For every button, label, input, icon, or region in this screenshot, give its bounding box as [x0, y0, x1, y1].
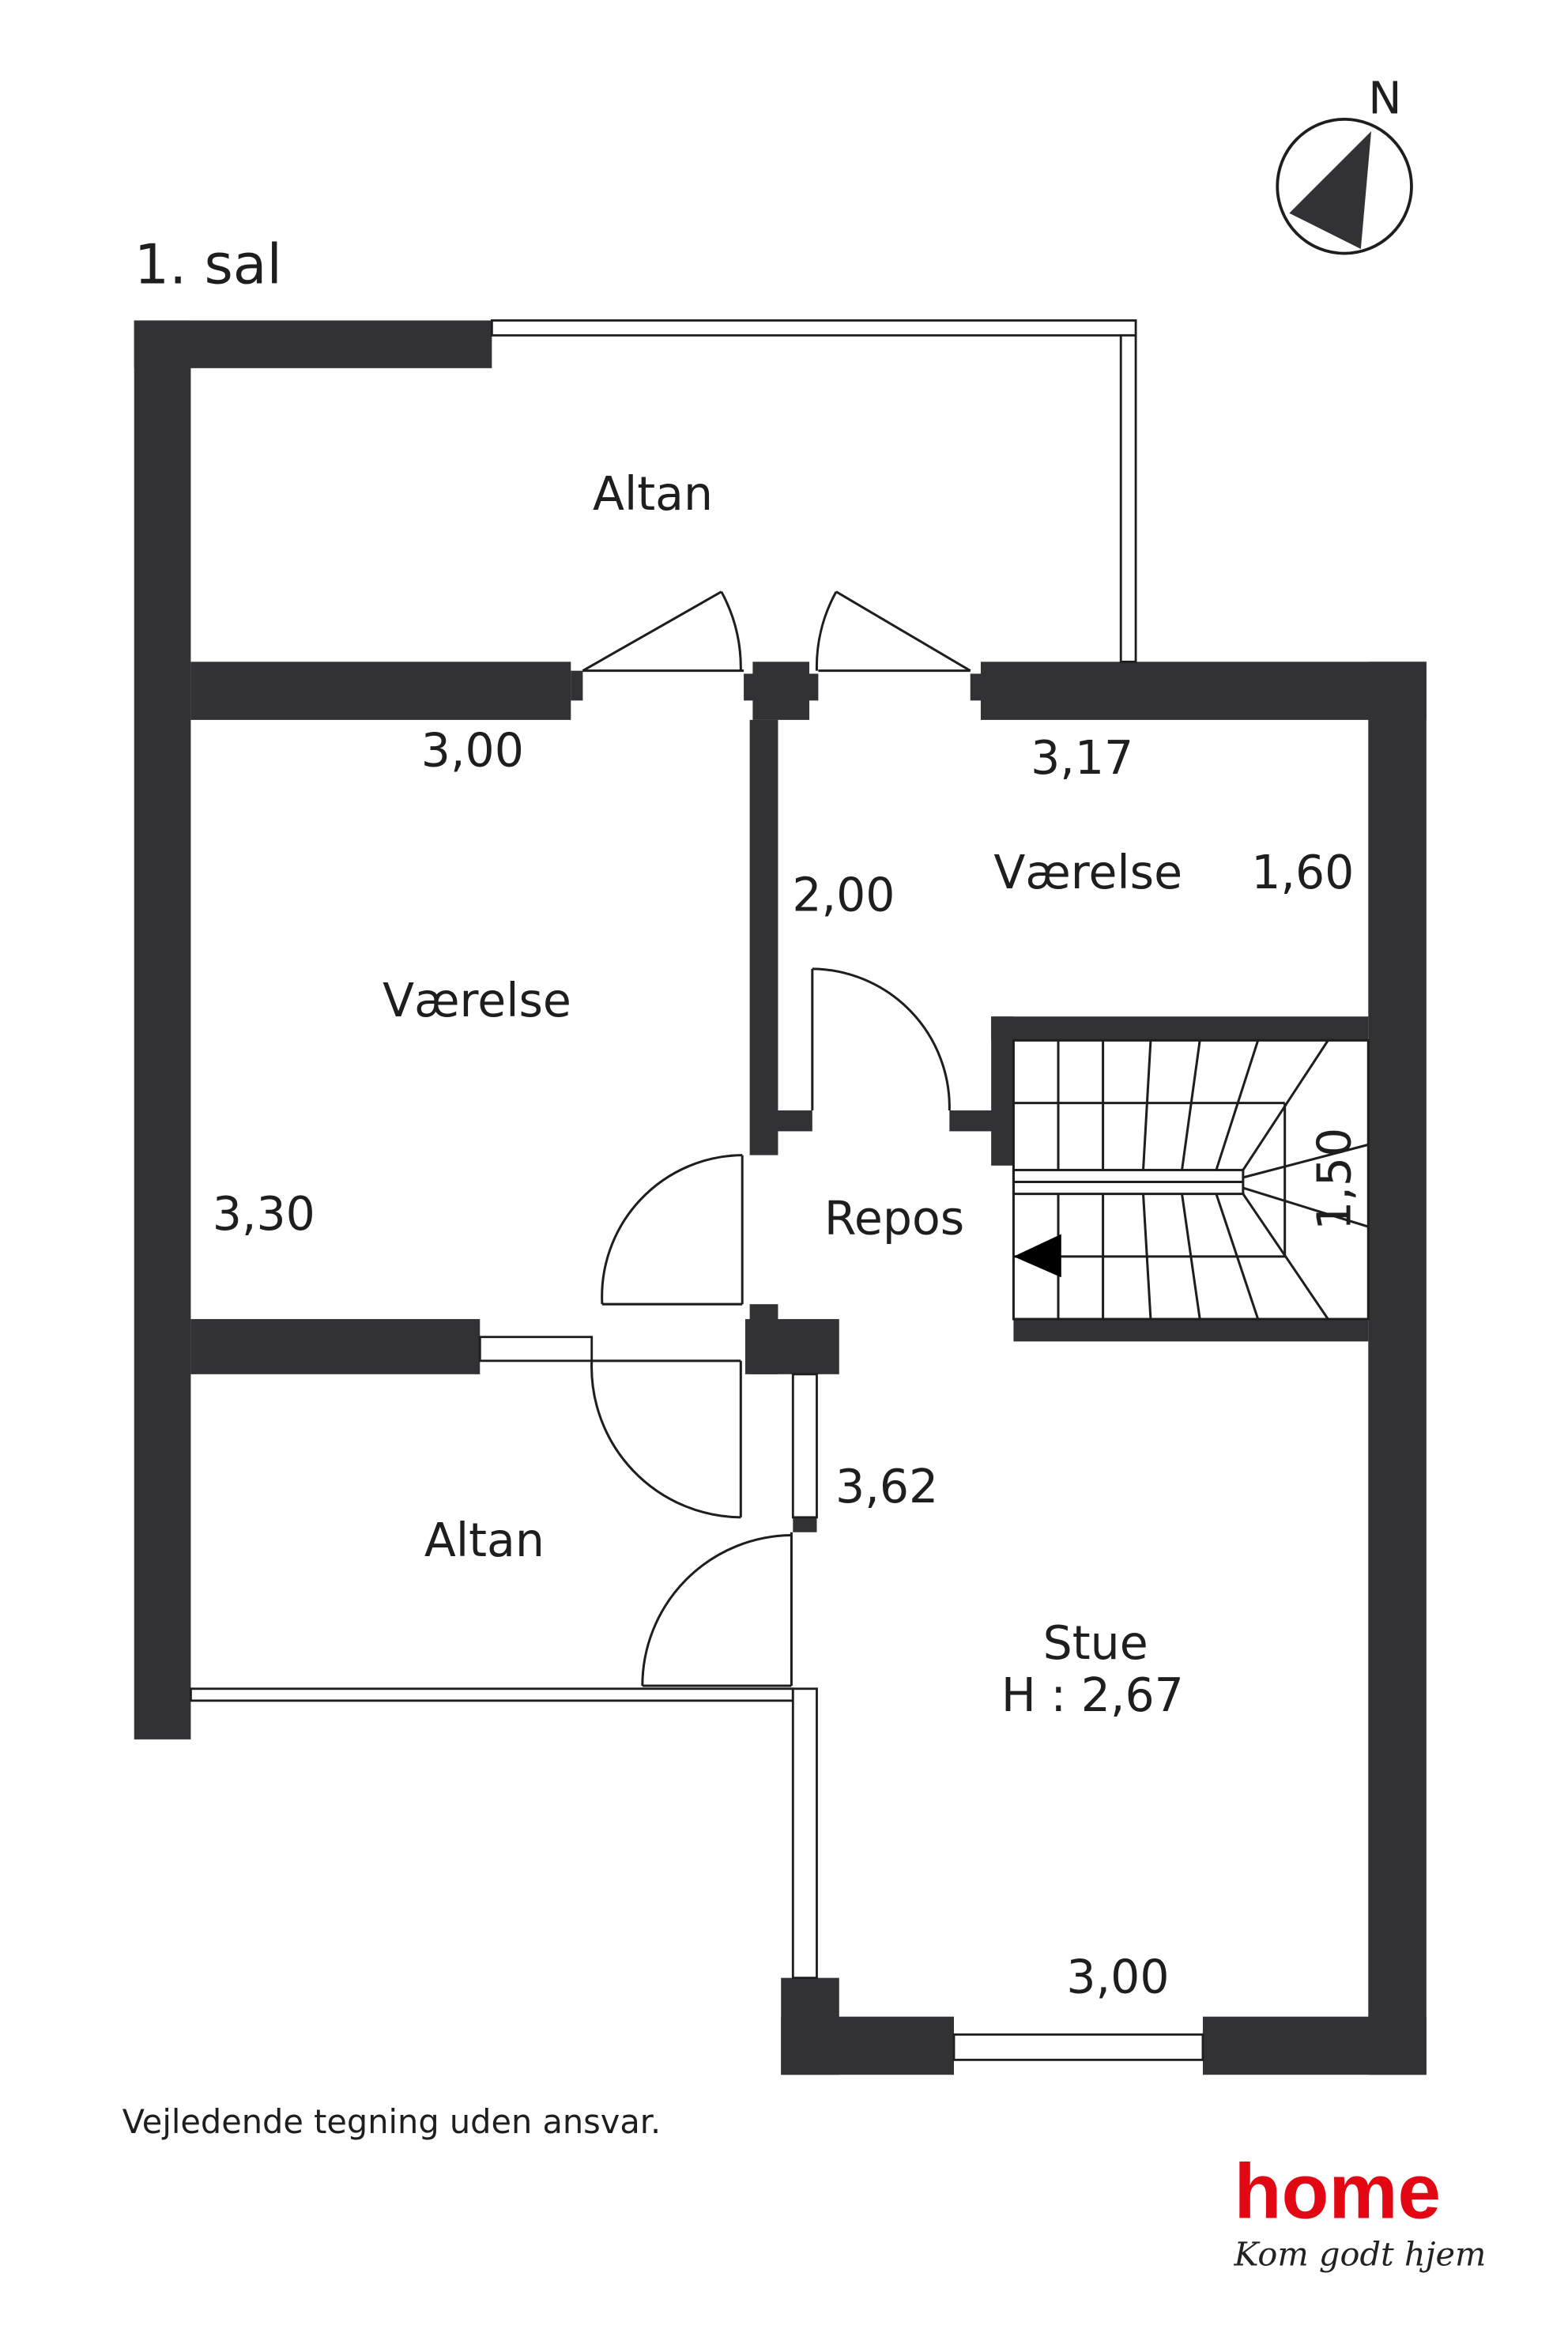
floor-title: 1. sal — [134, 232, 282, 296]
dimensions: 3,00 3,17 2,00 1,60 3,30 1,50 3,62 3,00 — [213, 723, 1362, 2003]
logo-brand: home — [1234, 2147, 1441, 2234]
dimension-label: 1,60 — [1251, 846, 1354, 899]
dimension-label: 1,50 — [1308, 1128, 1362, 1231]
room-labels: Altan Værelse Værelse Repos Altan Stue H… — [383, 467, 1184, 1722]
compass-icon — [1276, 117, 1413, 255]
staircase — [1012, 1038, 1370, 1321]
room-label-vaerelse-right: Værelse — [993, 846, 1182, 899]
room-height-stue: H : 2,67 — [1001, 1668, 1184, 1722]
room-label-altan-top: Altan — [593, 467, 713, 521]
room-label-altan-bottom: Altan — [424, 1513, 545, 1567]
walls — [134, 320, 1427, 2075]
dimension-label: 2,00 — [792, 868, 895, 922]
dimension-label: 3,30 — [213, 1187, 315, 1241]
logo-tagline: Kom godt hjem — [1234, 2235, 1487, 2274]
room-label-repos: Repos — [824, 1192, 964, 1246]
dimension-label: 3,62 — [835, 1460, 938, 1513]
railings-windows — [189, 319, 1204, 2061]
room-label-vaerelse-left: Værelse — [383, 974, 571, 1027]
room-label-stue: Stue — [1043, 1616, 1148, 1670]
doors — [582, 590, 971, 1687]
disclaimer: Vejledende tegning uden ansvar. — [122, 2102, 662, 2141]
home-logo: home Kom godt hjem — [1234, 2147, 1487, 2273]
dimension-label: 3,17 — [1031, 731, 1133, 785]
compass-north-label: N — [1368, 72, 1401, 124]
dimension-label: 3,00 — [421, 723, 524, 777]
stair-direction-arrow-icon — [1013, 1234, 1061, 1278]
dimension-label: 3,00 — [1066, 1950, 1169, 2003]
